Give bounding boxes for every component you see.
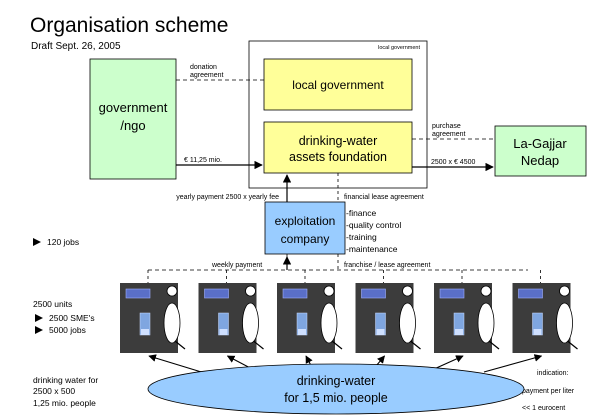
ellipse-label-line1: drinking-water bbox=[297, 374, 376, 388]
kiosk-display bbox=[518, 288, 543, 299]
task-finance: -finance bbox=[346, 208, 377, 218]
kiosk-tap bbox=[141, 329, 149, 335]
water-supply-arrow bbox=[148, 354, 202, 373]
jobs-5000-label: 5000 jobs bbox=[49, 325, 86, 335]
assets-foundation-box bbox=[263, 121, 413, 174]
purchase-label: purchase bbox=[432, 123, 461, 130]
person-body-icon bbox=[399, 302, 416, 344]
agreement-label: agreement bbox=[190, 72, 224, 79]
jobs-120-label: 120 jobs bbox=[47, 237, 79, 247]
kiosk-unit bbox=[434, 270, 500, 353]
donation-label: donation bbox=[190, 64, 217, 71]
task-quality-control: -quality control bbox=[346, 220, 401, 230]
company-label: company bbox=[281, 232, 330, 246]
kiosk-unit bbox=[198, 270, 264, 353]
person-arm-icon bbox=[488, 340, 500, 350]
weekly-payment-label: weekly payment bbox=[211, 262, 262, 269]
yearly-payment-label: yearly payment 2500 x yearly fee bbox=[176, 194, 279, 201]
person-arm-icon bbox=[253, 340, 264, 350]
foundation-label-line1: drinking-water bbox=[299, 134, 378, 148]
local-government-frame-label: local government bbox=[378, 45, 420, 51]
ngo-label: /ngo bbox=[120, 118, 145, 133]
person-body-icon bbox=[163, 302, 181, 344]
person-head-icon bbox=[245, 285, 256, 297]
units-price-label: 2500 x € 4500 bbox=[431, 159, 475, 166]
kiosk-tap bbox=[533, 329, 542, 335]
person-arm-icon bbox=[174, 340, 186, 350]
kiosk-tap bbox=[219, 329, 228, 335]
financial-lease-label: financial lease agreement bbox=[344, 194, 424, 201]
foundation-label-line2: assets foundation bbox=[289, 150, 387, 164]
person-head-icon bbox=[480, 285, 492, 297]
kiosk-display bbox=[282, 288, 308, 299]
smes-label: 2500 SME's bbox=[49, 313, 95, 323]
kiosk-display bbox=[361, 288, 386, 299]
purchase-agreement-label: agreement bbox=[432, 131, 466, 138]
drinking-water-for-label: drinking water for bbox=[33, 375, 98, 385]
person-body-icon bbox=[556, 302, 573, 344]
person-body-icon bbox=[242, 302, 259, 344]
bullet-arrow-icon bbox=[33, 238, 41, 246]
bullet-arrow-icon bbox=[35, 326, 43, 334]
exploitation-label: exploitation bbox=[275, 214, 336, 228]
kiosk-tap bbox=[376, 329, 385, 335]
task-maintenance: -maintenance bbox=[346, 244, 398, 254]
franchise-label: franchise / lease agreement bbox=[344, 262, 430, 269]
water-supply-arrow bbox=[483, 354, 543, 373]
kiosk-display bbox=[204, 288, 229, 299]
tasks-list: -finance -quality control -training -mai… bbox=[346, 208, 401, 254]
task-training: -training bbox=[346, 232, 377, 242]
drinking-water-ellipse bbox=[147, 363, 525, 415]
kiosk-tap bbox=[298, 329, 306, 335]
ellipse-label-line2: for 1,5 mio. people bbox=[284, 391, 388, 405]
kiosk-display bbox=[439, 288, 465, 299]
capacity-label: 2500 x 500 bbox=[33, 386, 75, 396]
la-gajjar-nedap-box bbox=[494, 125, 587, 177]
local-government-label: local government bbox=[292, 78, 384, 92]
euro-amount-label: € 11,25 mio. bbox=[184, 157, 222, 164]
exploitation-company-box bbox=[264, 201, 346, 255]
person-head-icon bbox=[323, 285, 335, 297]
kiosk-unit bbox=[277, 270, 343, 353]
person-arm-icon bbox=[410, 340, 421, 350]
la-gajjar-label: La-Gajjar bbox=[513, 136, 567, 151]
people-label: 1,25 mio. people bbox=[33, 398, 96, 408]
person-head-icon bbox=[559, 285, 570, 297]
kiosk-unit bbox=[120, 270, 186, 353]
draft-date: Draft Sept. 26, 2005 bbox=[31, 41, 121, 52]
person-body-icon bbox=[320, 302, 338, 344]
page-title: Organisation scheme bbox=[30, 14, 228, 37]
kiosk-unit bbox=[512, 270, 578, 353]
person-head-icon bbox=[166, 285, 178, 297]
kiosk-row bbox=[120, 270, 578, 353]
bullet-arrow-icon bbox=[35, 314, 43, 322]
eurocent-label: << 1 eurocent bbox=[522, 405, 565, 412]
kiosk-unit bbox=[355, 270, 421, 353]
person-arm-icon bbox=[331, 340, 343, 350]
person-arm-icon bbox=[567, 340, 578, 350]
nedap-label: Nedap bbox=[521, 153, 559, 168]
indication-label: indication: bbox=[537, 370, 569, 377]
government-ngo-box bbox=[89, 58, 177, 180]
kiosk-display bbox=[125, 288, 151, 299]
payment-per-liter-label: payment per liter bbox=[522, 388, 575, 395]
person-head-icon bbox=[402, 285, 413, 297]
local-government-box bbox=[263, 58, 413, 111]
government-label: government bbox=[99, 100, 168, 115]
person-body-icon bbox=[477, 302, 495, 344]
kiosk-tap bbox=[455, 329, 463, 335]
units-2500-label: 2500 units bbox=[33, 299, 72, 309]
